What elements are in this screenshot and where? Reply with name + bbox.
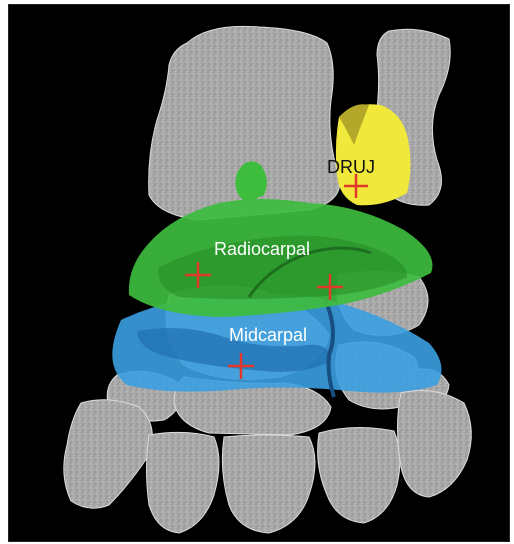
metacarpal-3 (222, 435, 315, 533)
druj-label: DRUJ (327, 157, 375, 177)
druj-region (336, 104, 411, 205)
radiocarpal-label: Radiocarpal (214, 239, 310, 259)
metacarpal-5 (398, 391, 472, 497)
metacarpal-2 (147, 432, 220, 533)
midcarpal-label: Midcarpal (229, 325, 307, 345)
metacarpal-1 (64, 400, 153, 508)
diagram-frame: DRUJ Radiocarpal Midcarpal (8, 4, 510, 542)
wrist-diagram: DRUJ Radiocarpal Midcarpal (9, 5, 509, 541)
metacarpal-4 (318, 427, 400, 523)
